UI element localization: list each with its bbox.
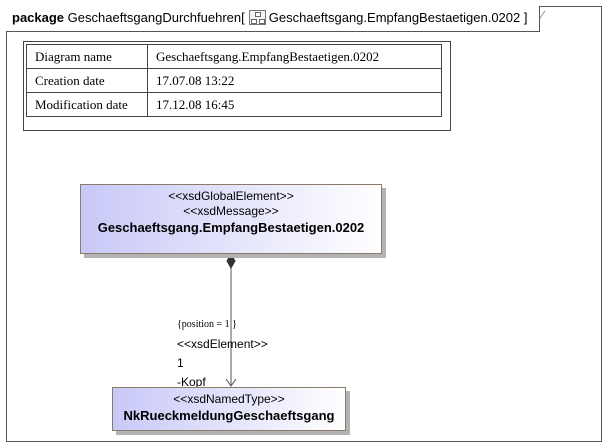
class-stereotype: <<xsdMessage>>: [183, 204, 279, 218]
diagram-info-table: Diagram name Geschaeftsgang.EmpfangBesta…: [26, 44, 442, 117]
class-name: Geschaeftsgang.EmpfangBestaetigen.0202: [97, 220, 365, 235]
association-multiplicity: 1: [177, 356, 184, 370]
message-class[interactable]: <<xsdGlobalElement>> <<xsdMessage>> Gesc…: [80, 184, 382, 254]
navigability-arrow: [225, 378, 237, 387]
info-key: Modification date: [26, 92, 148, 117]
package-name: GeschaeftsgangDurchfuehren[: [67, 10, 245, 25]
class-diagram-icon[interactable]: [248, 10, 266, 25]
table-row: Creation date 17.07.08 13:22: [26, 68, 442, 93]
association-constraint: {position = 1 }: [177, 319, 237, 330]
diagram-reference[interactable]: Geschaeftsgang.EmpfangBestaetigen.0202 ]: [268, 10, 528, 25]
info-value: 17.12.08 16:45: [147, 92, 442, 117]
association-stereotype: <<xsdElement>>: [177, 337, 268, 351]
class-stereotype: <<xsdGlobalElement>>: [168, 189, 294, 203]
composition-diamond: [226, 252, 236, 270]
info-value: 17.07.08 13:22: [147, 68, 442, 93]
class-name: NkRueckmeldungGeschaeftsgang: [123, 408, 335, 423]
package-header: package GeschaeftsgangDurchfuehren[ Gesch…: [6, 6, 541, 32]
class-stereotype: <<xsdNamedType>>: [173, 392, 285, 406]
table-row: Modification date 17.12.08 16:45: [26, 92, 442, 117]
type-class[interactable]: <<xsdNamedType>> NkRueckmeldungGeschaeft…: [112, 387, 346, 431]
package-keyword: package: [12, 10, 65, 25]
diagram-info-table-border: [23, 41, 451, 131]
association-role: -Kopf: [177, 375, 206, 389]
